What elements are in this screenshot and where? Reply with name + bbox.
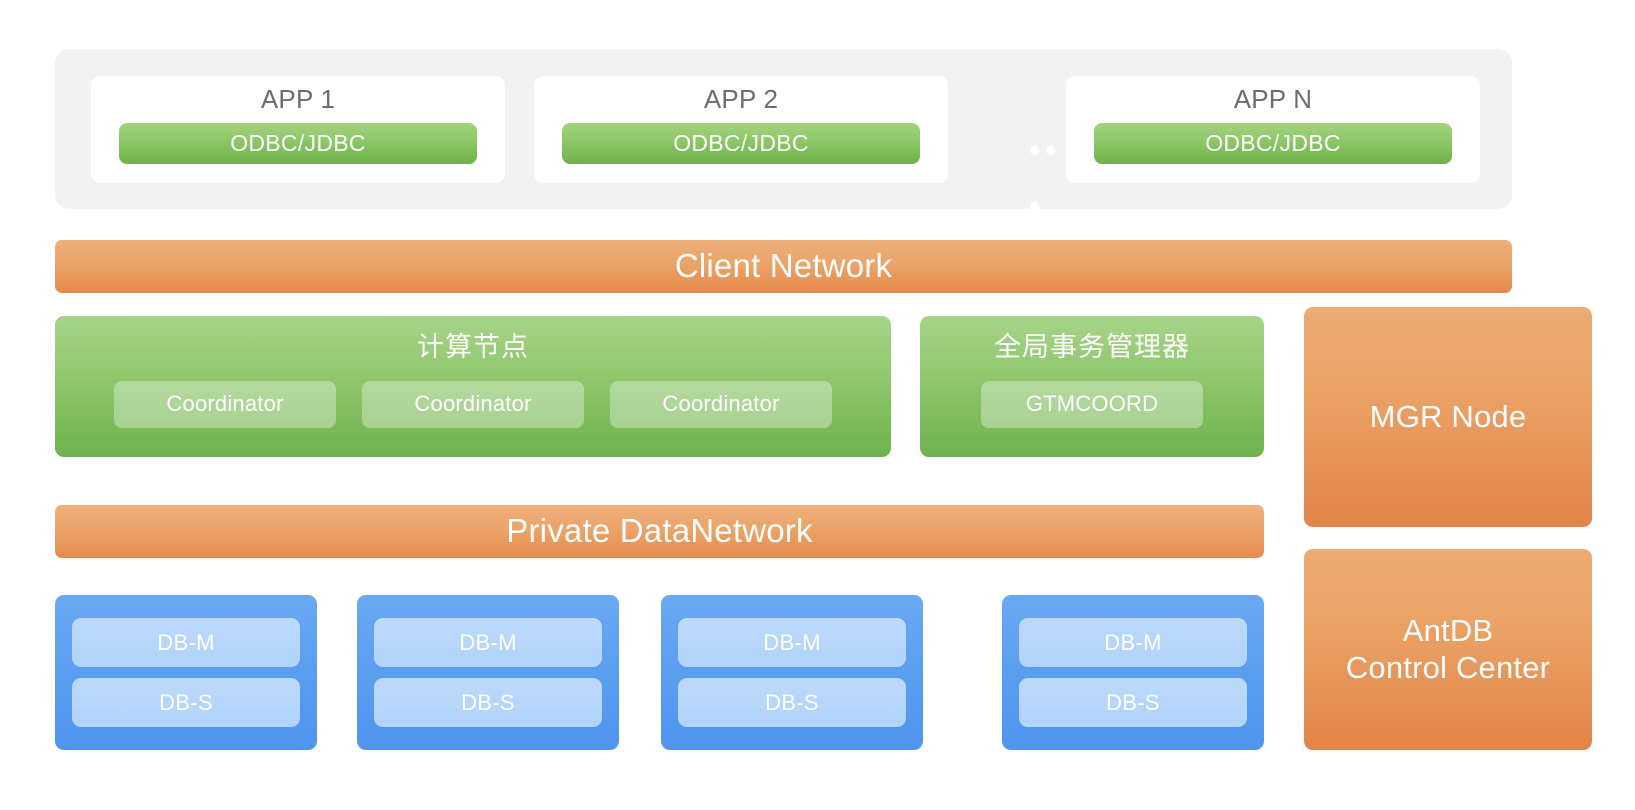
mgr-node-panel[interactable]: MGR Node (1304, 307, 1592, 527)
ellipsis-dot-2 (1046, 146, 1055, 155)
app-title: APP 1 (260, 84, 336, 114)
client-network-bar[interactable]: Client Network (55, 240, 1512, 293)
private-data-network-bar[interactable]: Private DataNetwork (55, 505, 1264, 558)
app-card-n[interactable]: APP N ODBC/JDBC (1066, 76, 1480, 183)
gtm-member-row: GTMCOORD (920, 380, 1264, 428)
coordinator-row: Coordinator Coordinator Coordinator (55, 380, 891, 428)
db-node-1[interactable]: DB-M DB-S (55, 595, 317, 750)
app-card-2[interactable]: APP 2 ODBC/JDBC (534, 76, 948, 183)
ellipsis-dot-3 (1030, 202, 1039, 211)
db-master-chip[interactable]: DB-M (374, 618, 602, 667)
compute-node-title: 计算节点 (417, 332, 529, 362)
db-node-2[interactable]: DB-M DB-S (357, 595, 619, 750)
db-node-4[interactable]: DB-M DB-S (1002, 595, 1264, 750)
db-master-chip[interactable]: DB-M (72, 618, 300, 667)
coordinator-chip-1[interactable]: Coordinator (114, 380, 336, 428)
db-slave-chip[interactable]: DB-S (374, 678, 602, 727)
coordinator-chip-3[interactable]: Coordinator (610, 380, 832, 428)
gtm-title: 全局事务管理器 (994, 332, 1190, 362)
odbc-jdbc-connector[interactable]: ODBC/JDBC (119, 123, 477, 164)
compute-node-group[interactable]: 计算节点 Coordinator Coordinator Coordinator (55, 316, 891, 457)
app-title: APP N (1233, 84, 1313, 114)
gtm-group[interactable]: 全局事务管理器 GTMCOORD (920, 316, 1264, 457)
odbc-jdbc-connector[interactable]: ODBC/JDBC (562, 123, 920, 164)
gtmcoord-chip[interactable]: GTMCOORD (981, 380, 1203, 428)
db-master-chip[interactable]: DB-M (678, 618, 906, 667)
application-layer-container: APP 1 ODBC/JDBC APP 2 ODBC/JDBC APP N OD… (55, 49, 1512, 211)
odbc-jdbc-connector[interactable]: ODBC/JDBC (1094, 123, 1452, 164)
db-slave-chip[interactable]: DB-S (1019, 678, 1247, 727)
db-node-3[interactable]: DB-M DB-S (661, 595, 923, 750)
app-title: APP 2 (703, 84, 779, 114)
app-card-1[interactable]: APP 1 ODBC/JDBC (91, 76, 505, 183)
ellipsis-dot-1 (1030, 146, 1039, 155)
db-slave-chip[interactable]: DB-S (72, 678, 300, 727)
coordinator-chip-2[interactable]: Coordinator (362, 380, 584, 428)
db-master-chip[interactable]: DB-M (1019, 618, 1247, 667)
db-slave-chip[interactable]: DB-S (678, 678, 906, 727)
antdb-control-center-panel[interactable]: AntDB Control Center (1304, 549, 1592, 750)
